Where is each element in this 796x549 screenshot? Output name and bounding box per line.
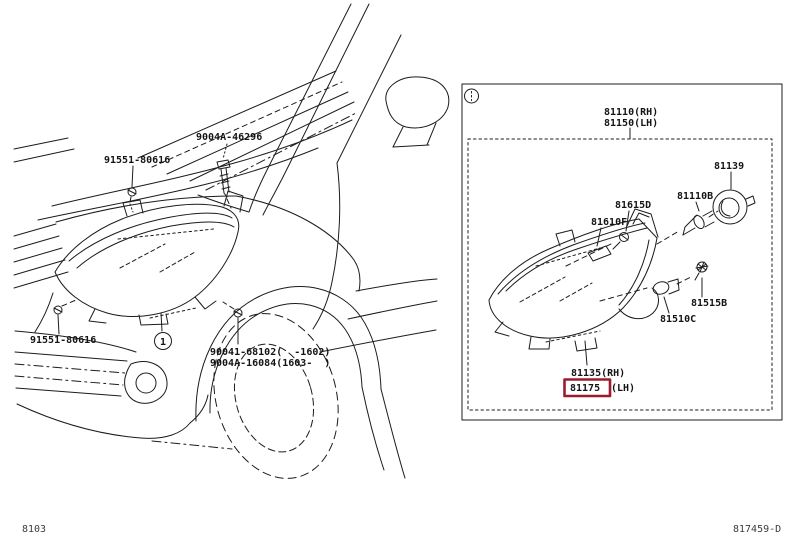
part-label-91551-bottom[interactable]: 91551-80616: [30, 335, 96, 346]
detail-marker-icon: [464, 88, 479, 104]
selected-part-highlight[interactable]: [563, 378, 612, 398]
assembly-axis-lines: [565, 210, 719, 302]
socket-cover-81139-drawing: [712, 189, 756, 225]
part-label-81110-rh[interactable]: 81110(RH): [604, 107, 658, 118]
retainer-81610F-drawing: [587, 245, 612, 262]
part-label-9004A-16084[interactable]: 9004A-16084(1603- ): [210, 358, 330, 369]
part-label-90041-68102[interactable]: 90041-68102( -1602): [210, 347, 330, 358]
part-label-81110B[interactable]: 81110B: [677, 191, 713, 202]
clip-81615D-drawing: [612, 232, 629, 250]
part-label-81510C[interactable]: 81510C: [660, 314, 696, 325]
headlamp-exploded-drawing: [488, 208, 659, 352]
part-label-81615D[interactable]: 81615D: [615, 200, 651, 211]
part-label-81135-rh[interactable]: 81135(RH): [571, 368, 625, 379]
grille-slats: [13, 223, 69, 289]
vehicle-headlamp-drawing: [54, 190, 244, 326]
screw-81515B-drawing: [694, 261, 709, 281]
side-bulb-81510C-drawing: [652, 278, 680, 295]
callout-1-number[interactable]: 1: [160, 337, 166, 348]
fastener-screw-bottom-left: [53, 299, 77, 335]
part-label-81610F[interactable]: 81610F: [591, 217, 627, 228]
part-label-81175-suffix: (LH): [611, 383, 635, 394]
fastener-screw-top: [127, 165, 137, 213]
detail-panel: 81110(RH) 81150(LH) 81139 81110B 81615D …: [461, 83, 783, 421]
fog-lamp-drawing: [135, 372, 157, 394]
bumper-drawing: [14, 330, 233, 450]
fastener-screw-bottom-right: [222, 301, 243, 345]
fastener-bolt-top: [216, 143, 232, 209]
figure-code: 817459-D: [733, 524, 781, 535]
part-label-91551-top[interactable]: 91551-80616: [104, 155, 170, 166]
part-label-81175-lh[interactable]: 81175: [570, 383, 600, 394]
wheel-drawing: [195, 286, 406, 479]
vehicle-line-art: [13, 3, 450, 353]
detail-panel-inner-border: [467, 138, 773, 411]
detail-panel-border: [461, 83, 783, 421]
callout-1-marker[interactable]: 1: [154, 312, 172, 350]
part-label-9004A-46296[interactable]: 9004A-46296: [196, 132, 262, 143]
part-label-81139[interactable]: 81139: [714, 161, 744, 172]
part-label-81515B[interactable]: 81515B: [691, 298, 727, 309]
page-code: 8103: [22, 524, 46, 535]
leader-lines: [584, 127, 732, 366]
bulb-81110B-drawing: [682, 210, 715, 236]
side-mirror-drawing: [385, 76, 450, 148]
part-label-81150-lh[interactable]: 81150(LH): [604, 118, 658, 129]
